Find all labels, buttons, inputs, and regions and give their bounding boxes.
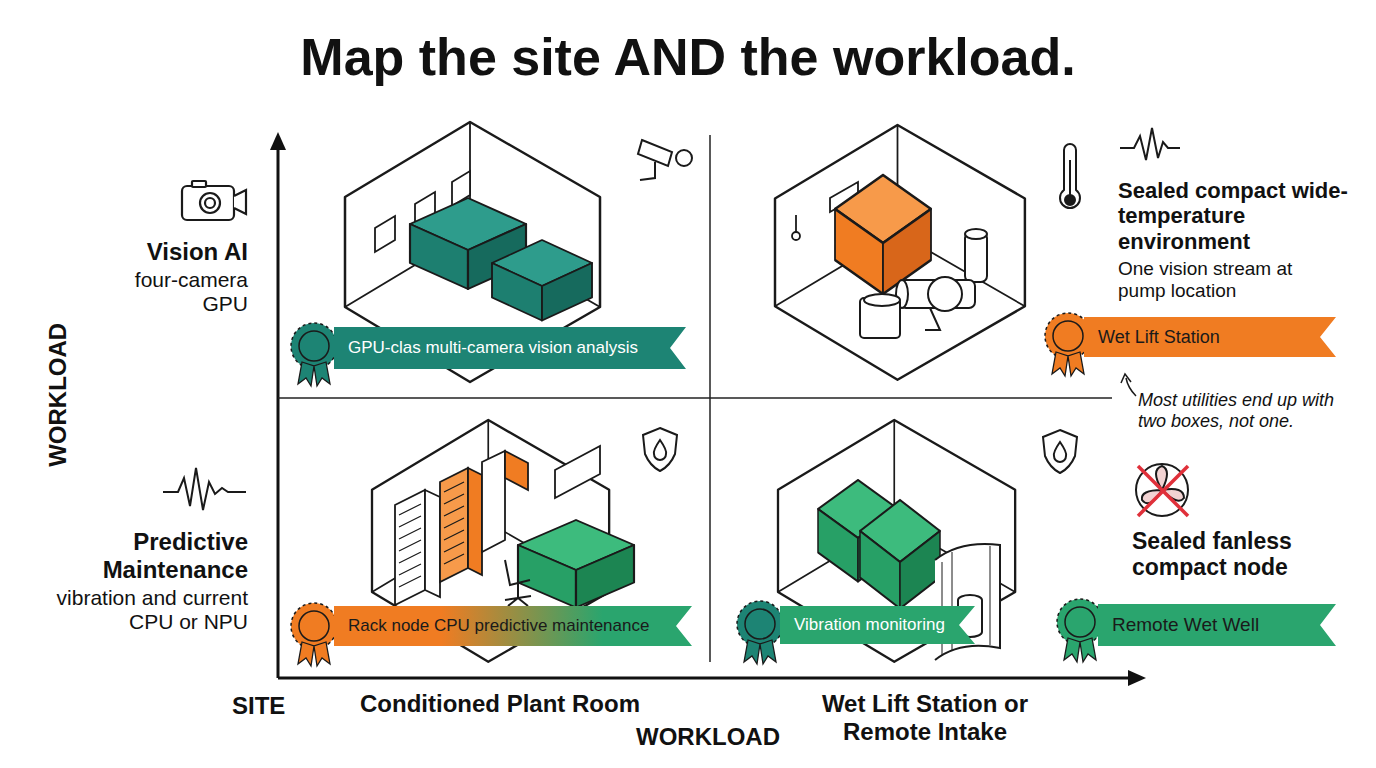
axis-label: Wet Lift Station or Remote Intake	[790, 690, 1060, 745]
award-ribbon: Wet Lift Station	[1084, 317, 1336, 357]
axis-label: Sealed fanless compact node	[1132, 528, 1357, 581]
axis-label: WORKLOAD	[590, 723, 826, 751]
axis-label: WORKLOAD	[44, 295, 72, 495]
axis-label: One vision stream at pump location	[1118, 258, 1328, 302]
ribbon-text: Rack node CPU predictive maintenance	[348, 616, 649, 636]
award-ribbon: GPU-clas multi-camera vision analysis	[334, 327, 686, 369]
award-ribbon: Remote Wet Well	[1098, 604, 1336, 646]
title: Map the site AND the workload.	[0, 28, 1376, 88]
axis-label: vibration and current CPU or NPU	[48, 586, 248, 634]
ribbon-text: GPU-clas multi-camera vision analysis	[348, 338, 638, 358]
ribbon-text: Wet Lift Station	[1098, 327, 1220, 348]
axis-label: four-camera GPU	[108, 268, 248, 316]
axis-label: Predictive Maintenance	[76, 528, 248, 583]
axis-label: Most utilities end up with two boxes, no…	[1138, 390, 1366, 431]
axis-label: Vision AI	[108, 238, 248, 266]
ribbon-text: Remote Wet Well	[1112, 614, 1259, 636]
ribbon-text: Vibration monitoring	[794, 615, 945, 635]
award-ribbon: Vibration monitoring	[780, 606, 975, 644]
award-ribbon: Rack node CPU predictive maintenance	[334, 606, 692, 646]
axis-label: Conditioned Plant Room	[345, 690, 655, 718]
axis-label: Sealed compact wide-temperature environm…	[1118, 178, 1353, 254]
axis-label: SITE	[232, 692, 312, 720]
